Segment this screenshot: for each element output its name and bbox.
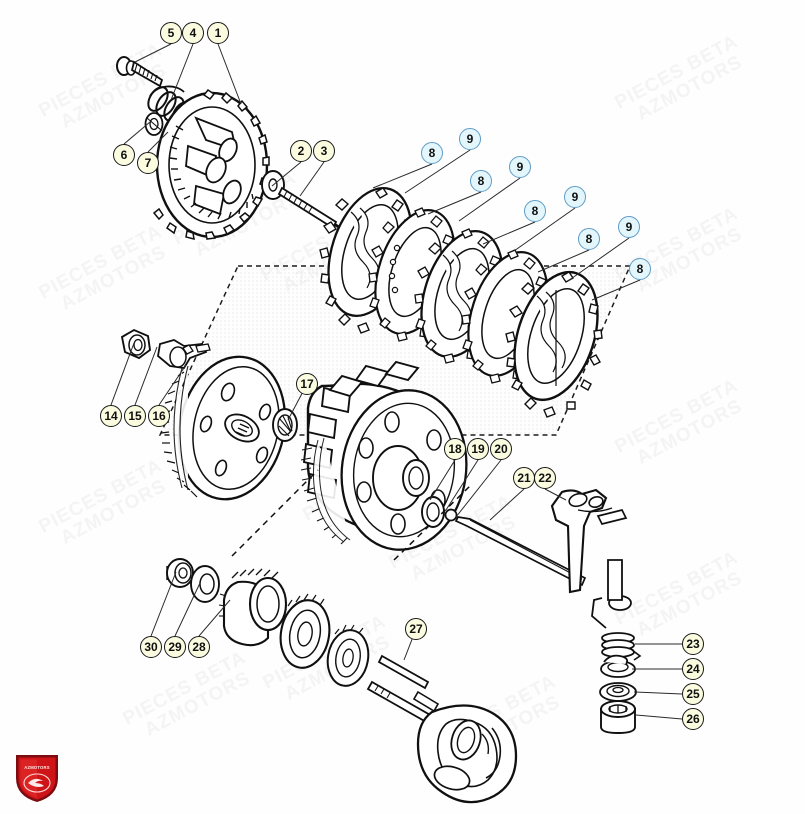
part-pressure-plate-1 [152, 88, 270, 241]
callout-leader-line [123, 121, 151, 145]
callout-badge-28[interactable]: 28 [188, 636, 210, 658]
part-washer-29 [190, 565, 220, 603]
callout-leader-line [170, 43, 194, 101]
callout-leader-line [482, 221, 536, 245]
callout-badge-8[interactable]: 8 [578, 228, 600, 250]
friction-disc [505, 270, 603, 418]
part-bearing-25 [599, 682, 637, 702]
callout-leader-line [445, 459, 479, 511]
azmotors-shield-logo: AZMOTORS [14, 752, 60, 809]
callout-badge-1[interactable]: 1 [207, 22, 229, 44]
part-bush-26 [600, 700, 636, 734]
callout-leader-line [150, 571, 177, 637]
callout-badge-30[interactable]: 30 [140, 636, 162, 658]
callout-leader-line [458, 177, 521, 222]
part-kick-gear-small [326, 624, 370, 687]
callout-badge-3[interactable]: 3 [313, 140, 335, 162]
callout-leader-line [455, 459, 502, 518]
callout-leader-line [567, 237, 630, 282]
callout-badge-25[interactable]: 25 [682, 683, 704, 705]
callout-badge-9[interactable]: 9 [564, 186, 586, 208]
callout-badge-6[interactable]: 6 [113, 144, 135, 166]
callout-badge-14[interactable]: 14 [100, 405, 122, 427]
part-kickstart-shaft [366, 680, 518, 804]
callout-badge-8[interactable]: 8 [524, 200, 546, 222]
part-ball-19 [444, 508, 458, 522]
callout-leader-line [544, 488, 567, 501]
callout-leader-line [633, 691, 683, 695]
callout-badge-20[interactable]: 20 [490, 438, 512, 460]
callout-badge-18[interactable]: 18 [444, 438, 466, 460]
callout-leader-line [404, 149, 471, 194]
callout-badge-4[interactable]: 4 [182, 22, 204, 44]
part-return-spring-23 [591, 597, 642, 661]
part-bearing-30 [166, 558, 194, 588]
callout-badge-22[interactable]: 22 [534, 467, 556, 489]
callout-leader-line [134, 43, 172, 63]
clutch-disc-pack [319, 186, 603, 418]
callout-leader-line [513, 207, 576, 252]
callout-leader-line [147, 131, 169, 153]
callout-badge-9[interactable]: 9 [509, 156, 531, 178]
callout-badge-27[interactable]: 27 [405, 618, 427, 640]
part-pushrod-long-20 [454, 516, 587, 587]
callout-badge-17[interactable]: 17 [296, 373, 318, 395]
part-release-lever-22 [550, 488, 632, 611]
part-kick-gear-28 [218, 568, 288, 647]
part-clutch-basket [300, 360, 468, 551]
part-kick-gear-mid [279, 593, 331, 669]
callout-badge-5[interactable]: 5 [160, 22, 182, 44]
part-pin-27 [377, 654, 430, 690]
callout-leader-line [489, 488, 525, 521]
callout-leader-line [134, 346, 158, 406]
callout-badge-21[interactable]: 21 [513, 467, 535, 489]
callout-badge-24[interactable]: 24 [682, 658, 704, 680]
part-retaining-clip-24 [600, 654, 636, 678]
callout-leader-line [198, 599, 231, 637]
callout-badge-15[interactable]: 15 [124, 405, 146, 427]
part-oil-seal-18 [421, 496, 445, 528]
part-bolt-5 [116, 56, 164, 88]
callout-badge-8[interactable]: 8 [629, 258, 651, 280]
callout-leader-line [271, 161, 302, 187]
part-washer-6 [144, 112, 164, 136]
callout-leader-line [217, 43, 242, 105]
callout-leader-line [635, 714, 683, 720]
callout-leader-line [174, 582, 201, 637]
callout-leader-line [537, 249, 590, 273]
callout-badge-9[interactable]: 9 [618, 216, 640, 238]
callout-leader-line [110, 342, 135, 406]
callout-badge-26[interactable]: 26 [682, 708, 704, 730]
callout-badge-29[interactable]: 29 [164, 636, 186, 658]
callout-badge-16[interactable]: 16 [148, 405, 170, 427]
callout-badge-2[interactable]: 2 [290, 140, 312, 162]
callout-badge-7[interactable]: 7 [137, 152, 159, 174]
callout-leader-line [429, 459, 456, 501]
callout-badge-8[interactable]: 8 [470, 170, 492, 192]
callout-badge-8[interactable]: 8 [421, 142, 443, 164]
part-spacer-17 [272, 408, 298, 442]
part-primary-gear-16 [160, 355, 287, 501]
callout-leader-line [299, 161, 325, 197]
callout-leader-line [158, 364, 187, 406]
part-nut-14 [120, 328, 152, 360]
callout-badge-9[interactable]: 9 [459, 128, 481, 150]
projection-lines [231, 469, 471, 561]
callout-leader-line [372, 163, 433, 189]
callout-badge-19[interactable]: 19 [467, 438, 489, 460]
shield-label: AZMOTORS [24, 765, 50, 770]
callout-leader-line [591, 279, 641, 301]
callout-leader-line [427, 191, 482, 215]
part-lock-washer-15 [157, 339, 211, 369]
callout-badge-23[interactable]: 23 [682, 633, 704, 655]
